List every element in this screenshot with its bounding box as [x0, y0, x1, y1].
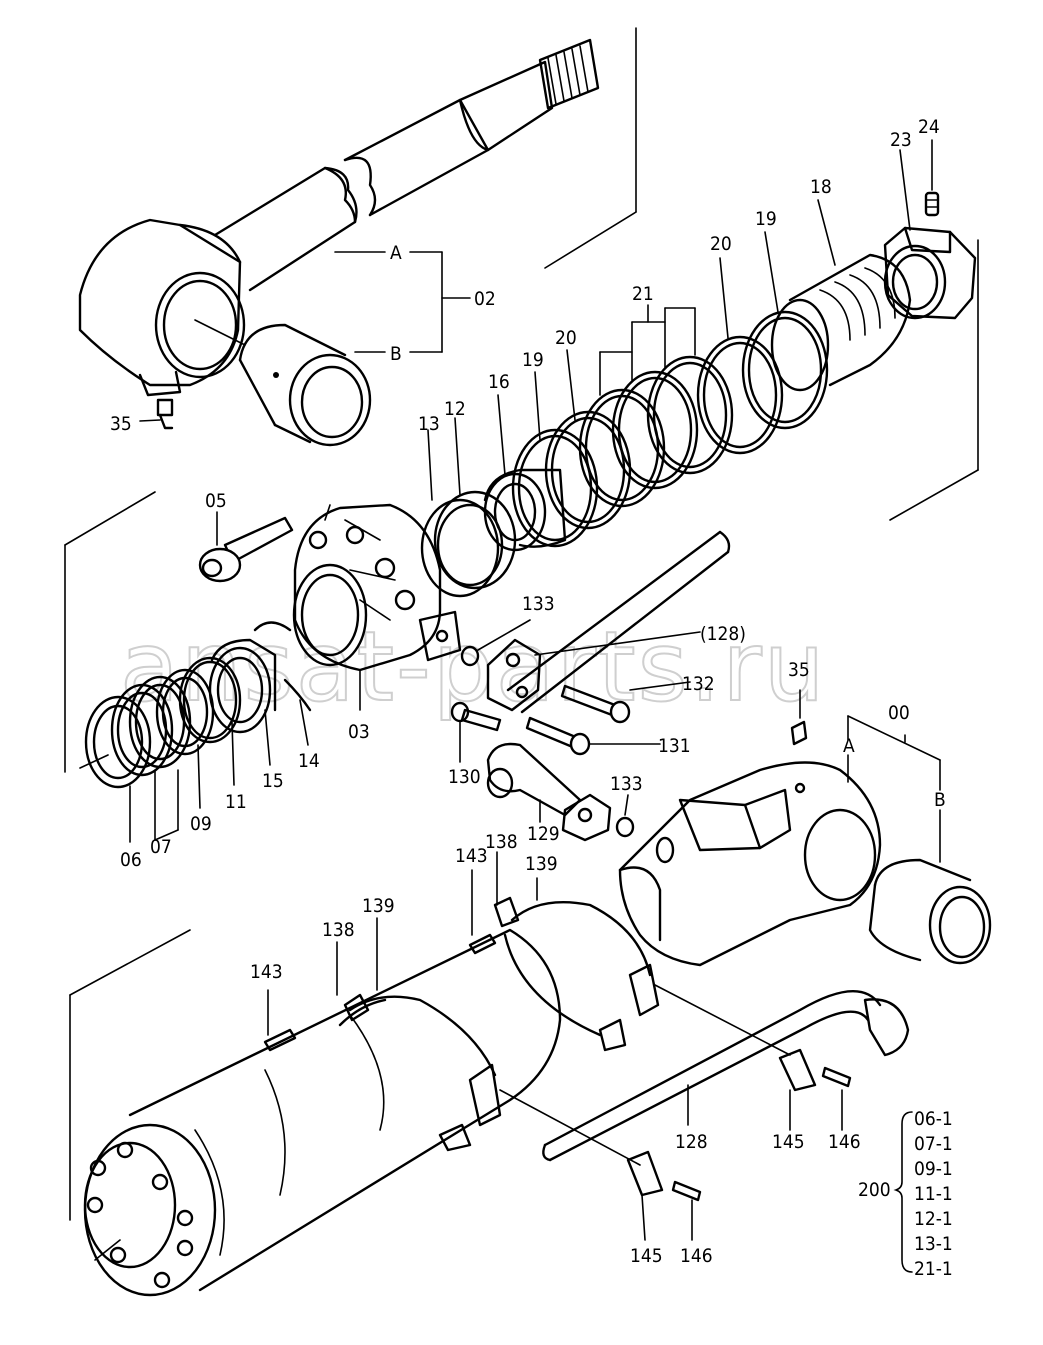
cylinder-head-03	[292, 503, 462, 711]
label-143a: 143	[455, 845, 488, 867]
label-B1: B	[390, 343, 402, 365]
kit-brace	[893, 1111, 913, 1273]
rings-21	[578, 304, 734, 508]
bolt-132	[560, 681, 691, 724]
grease-nipple-35	[139, 398, 174, 430]
clip-leaders	[336, 851, 538, 996]
label-133b: 133	[610, 773, 643, 795]
bushing-b-lower	[868, 858, 992, 965]
label-20b: 20	[555, 327, 577, 349]
label-07: 07	[150, 836, 172, 858]
kit-item-7: 21-1	[914, 1258, 953, 1280]
leader-lines-bottom	[69, 929, 791, 1221]
label-145b: 145	[630, 1245, 663, 1267]
label-24: 24	[918, 116, 940, 138]
label-146b: 146	[680, 1245, 713, 1267]
label-132: 132	[682, 673, 715, 695]
bolt-143-lower	[263, 989, 297, 1052]
nut-23	[883, 149, 977, 320]
label-129: 129	[527, 823, 560, 845]
clamp-145-left	[626, 1150, 702, 1241]
label-35b: 35	[788, 659, 810, 681]
o-ring-133-upper	[460, 619, 531, 667]
label-146a: 146	[828, 1131, 861, 1153]
bolt-131	[525, 716, 661, 756]
bolt-130	[450, 701, 502, 763]
kit-item-1: 06-1	[914, 1108, 953, 1130]
label-139a: 139	[525, 853, 558, 875]
clamp-145-right	[778, 1048, 852, 1131]
label-12: 12	[444, 398, 466, 420]
label-19b: 19	[522, 349, 544, 371]
grease-nipple-35-lower	[790, 689, 808, 746]
label-20a: 20	[710, 233, 732, 255]
kit-item-5: 12-1	[914, 1208, 953, 1230]
label-09: 09	[190, 813, 212, 835]
group-boundary-right	[889, 239, 979, 521]
label-16: 16	[488, 371, 510, 393]
bolt-143-upper	[468, 869, 497, 955]
kit-item-4: 11-1	[914, 1183, 953, 1205]
set-screw-24	[924, 139, 940, 217]
label-A1: A	[390, 242, 402, 264]
label-05: 05	[205, 490, 227, 512]
label-19a: 19	[755, 208, 777, 230]
tube-clamp-upper	[493, 896, 660, 1052]
label-138b: 138	[322, 919, 355, 941]
label-06: 06	[120, 849, 142, 871]
hose-128-lower	[542, 990, 910, 1162]
label-B2: B	[934, 789, 946, 811]
label-145a: 145	[772, 1131, 805, 1153]
label-131: 131	[658, 735, 691, 757]
kit-200-list: 200 06-1 07-1 09-1 11-1 12-1 13-1 21-1	[858, 1108, 953, 1280]
label-18: 18	[810, 176, 832, 198]
bracket-00	[847, 715, 941, 863]
rings-12-13	[420, 417, 517, 598]
label-128a: (128)	[700, 623, 746, 645]
label-11: 11	[225, 791, 247, 813]
part-labels: 24 23 18 19 20 21 20 19 16 12 13 A 02 B …	[110, 116, 946, 1267]
hose-128-upper	[506, 530, 731, 714]
label-139b: 139	[362, 895, 395, 917]
rings-19-20-right	[696, 231, 829, 455]
piston-rod-assembly	[78, 38, 600, 397]
label-130: 130	[448, 766, 481, 788]
label-21: 21	[632, 283, 654, 305]
label-A2: A	[843, 735, 855, 757]
piston-18	[770, 199, 912, 392]
kit-item-6: 13-1	[914, 1233, 953, 1255]
label-35a: 35	[110, 413, 132, 435]
rings-19-20-left	[511, 349, 632, 548]
label-02: 02	[474, 288, 496, 310]
label-143b: 143	[250, 961, 283, 983]
label-14: 14	[298, 750, 320, 772]
label-128b: 128	[675, 1131, 708, 1153]
label-133a: 133	[522, 593, 555, 615]
o-ring-133-lower	[615, 794, 635, 838]
cylinder-tube	[83, 928, 562, 1297]
kit-item-3: 09-1	[914, 1158, 953, 1180]
label-13: 13	[418, 413, 440, 435]
rod-seals-left	[79, 621, 312, 843]
pipe-129	[486, 742, 612, 842]
group-boundary-top	[544, 27, 637, 269]
label-03: 03	[348, 721, 370, 743]
kit-item-2: 07-1	[914, 1133, 953, 1155]
label-23: 23	[890, 129, 912, 151]
label-138a: 138	[485, 831, 518, 853]
group-boundary-left	[64, 491, 156, 773]
bracket-02	[334, 251, 471, 353]
cylinder-tube-head-end	[618, 761, 882, 967]
label-00: 00	[888, 702, 910, 724]
bolt-05	[198, 511, 294, 583]
kit-number: 200	[858, 1179, 891, 1201]
flange-block-upper	[486, 638, 542, 712]
label-15: 15	[262, 770, 284, 792]
tube-clamp-lower	[338, 993, 502, 1152]
bushing-b	[238, 323, 372, 447]
